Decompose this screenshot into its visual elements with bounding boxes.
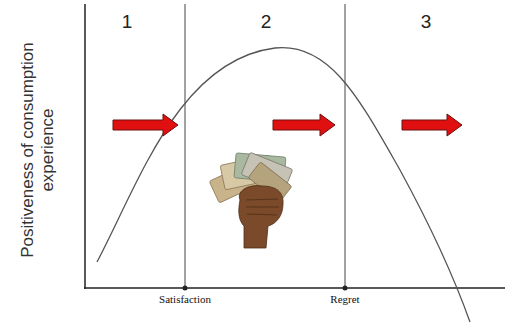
hand: [239, 186, 283, 248]
region-number: 1: [122, 11, 133, 33]
y-axis: [84, 4, 86, 289]
divider-line: [345, 4, 346, 288]
red-arrow: [402, 114, 462, 136]
region-number: 2: [261, 11, 272, 33]
photo-ground: [205, 130, 340, 250]
divider-line: [185, 4, 186, 288]
red-arrow: [273, 114, 335, 136]
experience-curve: [97, 48, 470, 322]
x-axis: [84, 287, 505, 289]
axis-label: Regret: [330, 293, 359, 306]
tick-dot: [183, 286, 188, 291]
region-number: 3: [421, 11, 432, 33]
tick-dot: [343, 286, 348, 291]
red-arrow: [113, 114, 178, 136]
axis-label: Satisfaction: [159, 293, 211, 306]
axis-title: Positiveness of consumption experience: [18, 40, 57, 260]
